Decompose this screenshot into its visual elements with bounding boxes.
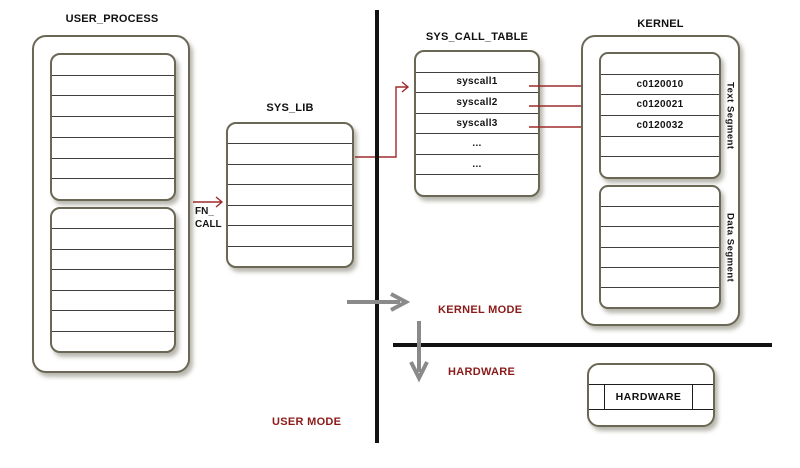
row xyxy=(601,226,719,246)
fn-call-label: FN_ CALL xyxy=(195,206,222,230)
row: syscall3 xyxy=(416,112,538,134)
row xyxy=(52,55,174,75)
row: syscall1 xyxy=(416,71,538,93)
user-kernel-divider-line xyxy=(375,10,379,443)
row: syscall2 xyxy=(416,92,538,113)
kernel-mode-arrow xyxy=(347,292,411,312)
user-process-upper-stack xyxy=(50,53,176,201)
user-mode-label: USER MODE xyxy=(272,416,342,428)
sys-lib-title: SYS_LIB xyxy=(266,102,314,114)
sys-call-table-title: SYS_CALL_TABLE xyxy=(425,31,529,43)
hardware-arrow xyxy=(409,321,429,383)
row xyxy=(52,289,174,310)
row xyxy=(228,143,352,163)
kernel-mode-label: KERNEL MODE xyxy=(438,304,523,316)
row xyxy=(52,178,174,199)
row xyxy=(228,184,352,204)
kernel-data-segment-stack xyxy=(599,185,721,309)
row xyxy=(601,266,719,287)
row xyxy=(228,163,352,184)
hardware-box-label: HARDWARE xyxy=(604,385,693,409)
row xyxy=(52,74,174,96)
row xyxy=(52,330,174,351)
row xyxy=(52,136,174,158)
kernel-title: KERNEL xyxy=(637,18,684,30)
row xyxy=(52,95,174,116)
hardware-mode-label: HARDWARE xyxy=(448,366,516,378)
hardware-box: HARDWARE xyxy=(587,363,715,427)
row xyxy=(52,116,174,137)
row xyxy=(416,174,538,195)
user-process-title: USER_PROCESS xyxy=(65,13,159,25)
row xyxy=(52,228,174,248)
hardware-box-band: HARDWARE xyxy=(589,384,713,410)
user-process-lower-stack xyxy=(50,207,176,353)
row xyxy=(52,248,174,269)
row xyxy=(601,156,719,177)
row xyxy=(601,246,719,267)
fn-call-arrow xyxy=(193,196,224,208)
row: c0120010 xyxy=(601,73,719,95)
row xyxy=(601,286,719,307)
row xyxy=(228,225,352,245)
row xyxy=(601,206,719,226)
row xyxy=(52,157,174,179)
row: ... xyxy=(416,133,538,154)
syslib-to-table-connector xyxy=(355,81,410,158)
row xyxy=(228,124,352,143)
data-segment-label: Data Segment xyxy=(724,213,736,283)
row xyxy=(601,54,719,74)
row xyxy=(228,245,352,266)
row xyxy=(52,209,174,228)
row xyxy=(228,204,352,225)
row: c0120021 xyxy=(601,94,719,115)
row xyxy=(601,187,719,206)
row: c0120032 xyxy=(601,115,719,136)
row: ... xyxy=(416,153,538,175)
row xyxy=(601,135,719,157)
row xyxy=(52,310,174,330)
text-segment-label: Text Segment xyxy=(724,82,736,150)
row xyxy=(52,269,174,289)
sys-lib-stack xyxy=(226,122,354,268)
row xyxy=(416,52,538,72)
kernel-hardware-divider-line xyxy=(393,343,772,347)
